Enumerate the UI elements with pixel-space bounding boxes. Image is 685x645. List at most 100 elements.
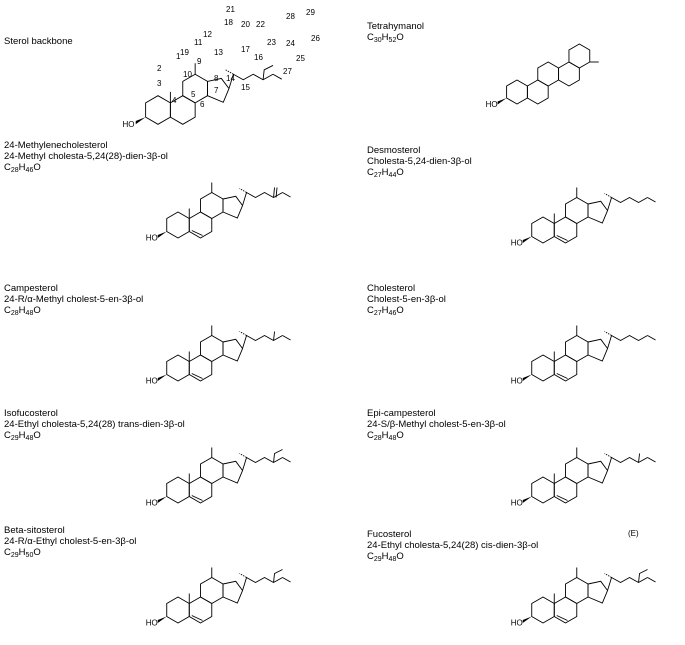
structure-tetrahymanol: HO: [486, 43, 599, 109]
ring-d: [222, 580, 244, 604]
hydroxyl-label: HO: [146, 619, 158, 628]
label-sterol-backbone: Sterol backbone: [4, 36, 73, 47]
carbon-number-19: 19: [180, 48, 189, 57]
structure-methylenecholesterol: HO: [146, 182, 291, 243]
carbon-number-17: 17: [241, 45, 250, 54]
methyl-branch: [638, 453, 640, 463]
side-chain: [607, 576, 648, 591]
hydroxyl-label: HO: [146, 499, 158, 508]
side-chain: [607, 456, 648, 471]
label-beta-sitosterol-systematic: 24-R/α-Ethyl cholest-5-en-3β-ol: [4, 536, 137, 547]
formula-epi-campesterol: C28H48O: [367, 430, 404, 442]
carbon-number-22: 22: [256, 20, 265, 29]
label-campesterol: Campesterol: [4, 283, 58, 294]
ring-d: [222, 460, 244, 484]
carbon-number-27: 27: [283, 67, 292, 76]
double-bond-c5-c6: [556, 373, 568, 379]
ring-3: [537, 61, 560, 87]
carbon-number-25: 25: [296, 54, 305, 63]
carbon-number-12: 12: [203, 30, 212, 39]
ethyl-branch: [273, 449, 283, 463]
hydroxyl-label: HO: [486, 100, 498, 109]
carbon-number-13: 13: [214, 48, 223, 57]
side-chain: [242, 456, 283, 471]
formula-fucosterol: C29H48O: [367, 551, 404, 563]
carbon-number-3: 3: [157, 79, 162, 88]
side-chain: [607, 334, 648, 349]
hydroxyl-label: HO: [511, 499, 523, 508]
methyl-c21: [225, 69, 234, 75]
ring-c: [200, 456, 224, 485]
side-chain: [607, 196, 648, 211]
ethyl-branch: [273, 569, 283, 583]
label-epi-campesterol-systematic: 24-S/β-Methyl cholest-5-en-3β-ol: [367, 419, 506, 430]
ring-d: [207, 77, 230, 103]
ring-d: [587, 200, 609, 224]
hydroxyl-label: HO: [511, 619, 523, 628]
ring-5: [568, 43, 591, 69]
structure-desmosterol: HO: [511, 187, 656, 248]
structure-isofucosterol: HO: [146, 447, 291, 508]
label-desmosterol: Desmosterol: [367, 145, 421, 156]
terminal-methyl: [282, 335, 291, 341]
hydroxyl-wedge: [157, 231, 167, 238]
ring-a: [145, 95, 171, 125]
ring-a: [531, 216, 555, 244]
ring-4: [558, 61, 580, 87]
carbon-number-26: 26: [311, 34, 320, 43]
carbon-number-21: 21: [226, 5, 235, 14]
label-beta-sitosterol: Beta-sitosterol: [4, 525, 65, 536]
methyl-c21: [239, 573, 247, 578]
carbon-number-6: 6: [200, 100, 205, 109]
carbon-number-18: 18: [224, 18, 233, 27]
side-chain: [228, 73, 274, 89]
carbon-number-10: 10: [183, 70, 192, 79]
label-tetrahymanol: Tetrahymanol: [367, 21, 425, 32]
ring-d: [222, 195, 244, 219]
formula-beta-sitosterol: C29H50O: [4, 547, 41, 559]
label-cholesterol: Cholesterol: [367, 283, 416, 294]
carbon-number-8: 8: [214, 74, 219, 83]
ring-a: [166, 596, 190, 624]
hydroxyl-label: HO: [511, 239, 523, 248]
ring-c: [200, 576, 224, 605]
double-bond-c5-c6: [191, 495, 203, 501]
hydroxyl-wedge: [522, 236, 532, 243]
methyl-c21: [604, 573, 612, 578]
label-isofucosterol: Isofucosterol: [4, 408, 58, 419]
methyl-c21: [604, 193, 612, 198]
ring-c: [200, 191, 224, 220]
structure-sitosterol: HO: [146, 567, 291, 628]
terminal-methyl: [647, 457, 656, 463]
structure-backbone: HO: [123, 63, 283, 129]
hydroxyl-wedge: [135, 117, 146, 125]
carbon-number-2: 2: [157, 64, 162, 73]
label-campesterol-systematic: 24-R/α-Methyl cholest-5-en-3β-ol: [4, 294, 144, 305]
terminal-methyl: [282, 192, 291, 198]
ring-c: [200, 334, 224, 363]
label-epi-campesterol: Epi-campesterol: [367, 408, 436, 419]
carbon-number-16: 16: [254, 53, 263, 62]
ethyl-branch: [638, 569, 648, 583]
carbon-number-1: 1: [176, 52, 181, 61]
ring-a: [531, 596, 555, 624]
ring-d: [587, 580, 609, 604]
carbon-number-4: 4: [172, 96, 177, 105]
carbon-number-7: 7: [214, 86, 219, 95]
label-24-methylenecholesterol: 24-Methylenecholesterol: [4, 140, 108, 151]
ring-2: [526, 79, 549, 105]
carbon-number-9: 9: [197, 57, 202, 66]
label-fucosterol-systematic: 24-Ethyl cholesta-5,24(28) cis-dien-3β-o…: [367, 540, 539, 551]
ring-a: [531, 354, 555, 382]
methyl-c21: [239, 188, 247, 193]
double-bond-c5-c6: [191, 615, 203, 621]
terminal-methyl: [282, 577, 291, 583]
label-desmosterol-systematic: Cholesta-5,24-dien-3β-ol: [367, 156, 472, 167]
methyl-branch: [273, 331, 275, 341]
double-bond-c5-c6: [556, 495, 568, 501]
double-bond-c5-c6: [191, 230, 203, 236]
hydroxyl-wedge: [522, 374, 532, 381]
methyl-c21: [604, 453, 612, 458]
terminal-methyl: [647, 197, 656, 203]
carbon-number-11: 11: [194, 38, 203, 47]
